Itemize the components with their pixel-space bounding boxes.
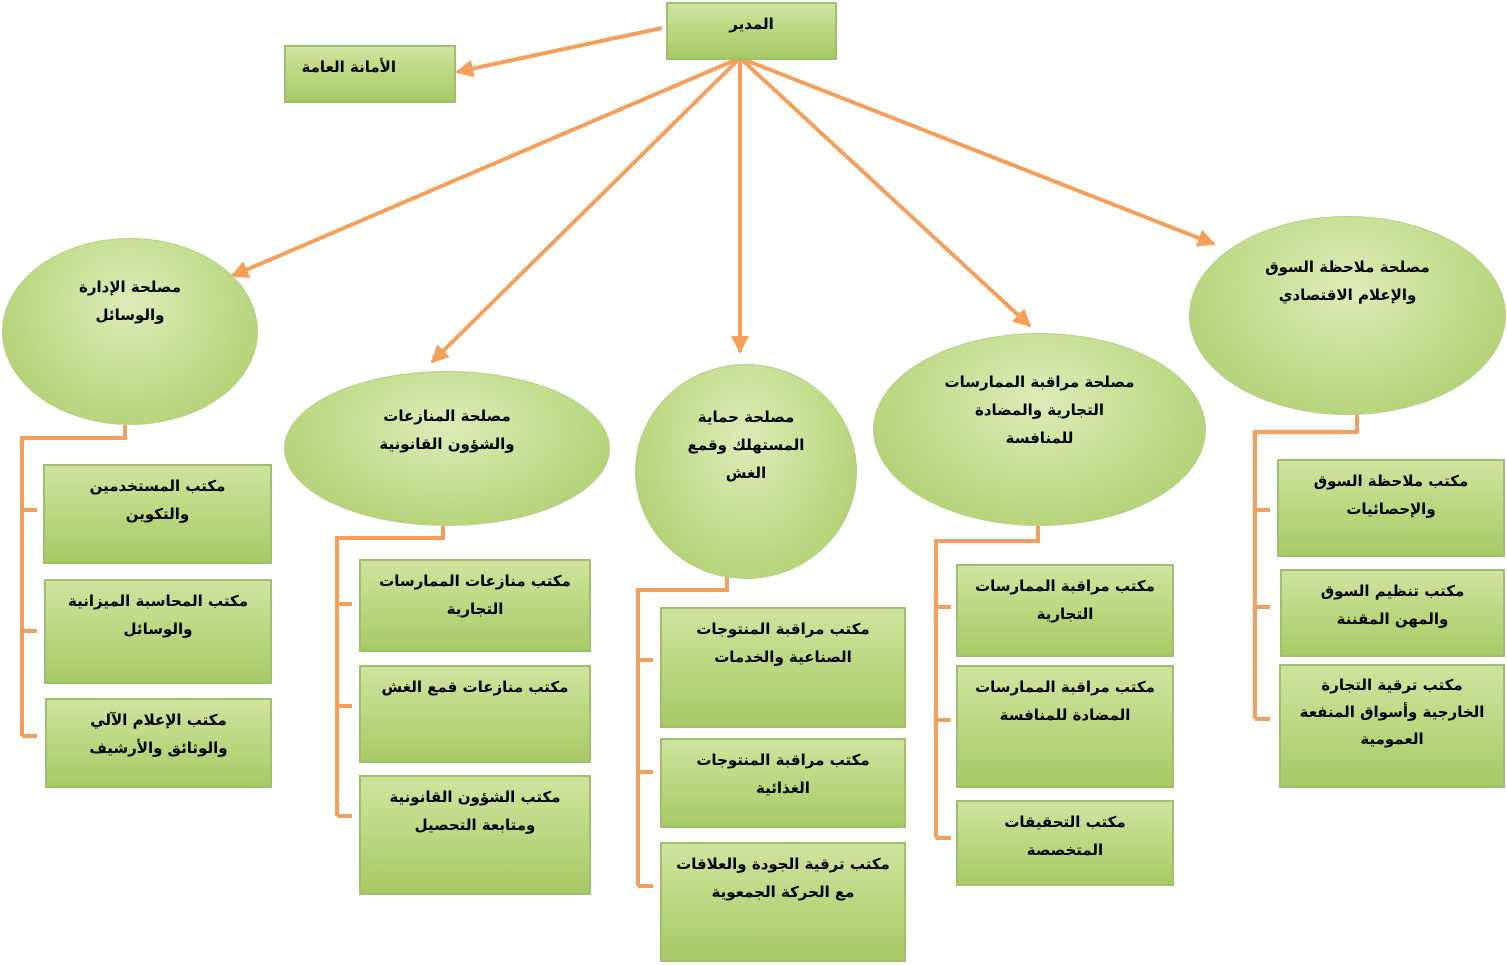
- office-label: مكتب منازعات الممارسات التجارية: [379, 572, 571, 618]
- secretariat-box: الأمانة العامة: [284, 45, 456, 103]
- office-box: مكتب مراقبة المنتوجات الصناعية والخدمات: [660, 607, 906, 728]
- department-consumer-title: مصلحة حماية المستهلك وقمع الغش: [687, 408, 805, 482]
- office-box: مكتب التحقيقات المتخصصة: [956, 800, 1174, 886]
- department-disputes: مصلحة المنازعات والشؤون القانونية: [284, 371, 610, 526]
- office-box: مكتب مراقبة الممارسات المضادة للمنافسة: [956, 665, 1174, 788]
- arrow-to-admin: [230, 56, 741, 278]
- department-practices-title: مصلحة مراقبة الممارسات التجارية والمضادة…: [944, 373, 1135, 447]
- office-box: مكتب منازعات قمع الغش: [359, 665, 591, 763]
- bracket-disputes: [335, 525, 445, 816]
- arrow-to-market: [739, 56, 1216, 247]
- office-label: مكتب منازعات قمع الغش: [381, 678, 569, 696]
- office-box: مكتب مراقبة الممارسات التجارية: [956, 564, 1174, 657]
- office-box: مكتب مراقبة المنتوجات الغذائية: [660, 738, 906, 828]
- office-box: مكتب ترقية الجودة والعلاقات مع الحركة ال…: [660, 842, 906, 962]
- director-label: المدير: [729, 15, 774, 33]
- office-box: مكتب تنظيم السوق والمهن المقننة: [1280, 569, 1505, 657]
- office-box: مكتب الإعلام الآلي والوثائق والأرشيف: [45, 698, 272, 788]
- department-market: مصلحة ملاحظة السوق والإعلام الاقتصادي: [1189, 216, 1506, 415]
- office-label: مكتب المحاسبة الميزانية والوسائل: [68, 592, 248, 638]
- office-box: مكتب المحاسبة الميزانية والوسائل: [44, 579, 272, 684]
- office-label: مكتب ترقية الجودة والعلاقات مع الحركة ال…: [676, 855, 890, 901]
- office-label: مكتب المستخدمين والتكوين: [89, 477, 226, 523]
- office-label: مكتب ترقية التجارة الخارجية وأسواق المنف…: [1299, 676, 1485, 748]
- bracket-practices: [934, 525, 1040, 838]
- arrow-to-secretariat: [455, 26, 663, 78]
- office-label: مكتب التحقيقات المتخصصة: [1004, 813, 1126, 859]
- bracket-market: [1253, 414, 1359, 719]
- department-admin-title: مصلحة الإدارة والوسائل: [79, 278, 181, 324]
- bracket-admin: [20, 425, 127, 736]
- secretariat-label: الأمانة العامة: [301, 58, 396, 76]
- office-box: مكتب ملاحظة السوق والإحصائيات: [1277, 459, 1505, 557]
- office-label: مكتب مراقبة المنتوجات الصناعية والخدمات: [696, 620, 870, 666]
- office-label: مكتب الشؤون القانونية ومتابعة التحصيل: [389, 788, 561, 834]
- arrow-to-practices: [738, 56, 1032, 328]
- office-box: مكتب منازعات الممارسات التجارية: [359, 559, 591, 652]
- arrow-to-disputes: [430, 56, 742, 364]
- department-practices: مصلحة مراقبة الممارسات التجارية والمضادة…: [873, 333, 1206, 526]
- bracket-consumer: [636, 577, 729, 886]
- office-box: مكتب المستخدمين والتكوين: [43, 464, 272, 564]
- office-label: مكتب الإعلام الآلي والوثائق والأرشيف: [89, 711, 228, 757]
- department-market-title: مصلحة ملاحظة السوق والإعلام الاقتصادي: [1265, 258, 1430, 304]
- department-disputes-title: مصلحة المنازعات والشؤون القانونية: [379, 407, 515, 453]
- department-consumer: مصلحة حماية المستهلك وقمع الغش: [635, 364, 857, 579]
- office-label: مكتب مراقبة المنتوجات الغذائية: [696, 751, 870, 797]
- office-label: مكتب تنظيم السوق والمهن المقننة: [1320, 582, 1465, 628]
- office-label: مكتب ملاحظة السوق والإحصائيات: [1313, 472, 1469, 518]
- office-box: مكتب الشؤون القانونية ومتابعة التحصيل: [359, 775, 591, 895]
- office-label: مكتب مراقبة الممارسات التجارية: [975, 577, 1155, 623]
- department-admin: مصلحة الإدارة والوسائل: [2, 238, 258, 425]
- director-box: المدير: [666, 2, 837, 60]
- office-box: مكتب ترقية التجارة الخارجية وأسواق المنف…: [1279, 664, 1505, 788]
- office-label: مكتب مراقبة الممارسات المضادة للمنافسة: [975, 678, 1155, 724]
